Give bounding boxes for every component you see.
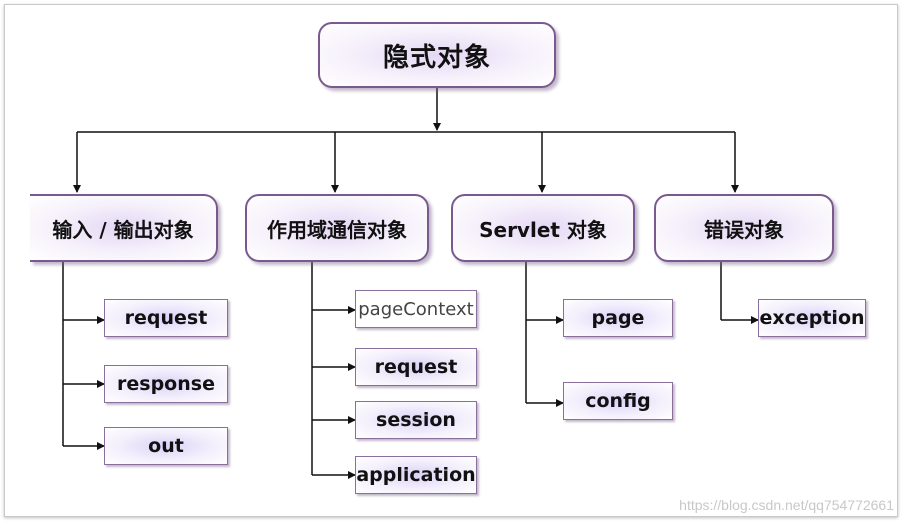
root-node-label: 隐式对象 [382,42,491,73]
leaf-node-label: application [356,464,476,486]
category-node-label: 错误对象 [704,217,784,242]
leaf-node-label: response [117,373,215,395]
leaf-node-label: out [148,435,184,457]
leaf-node-label: session [376,409,456,431]
category-node-servlet: Servlet 对象 [451,194,635,262]
leaf-node: out [104,427,228,465]
leaf-node-label: request [374,356,458,378]
leaf-node: exception [758,299,866,337]
category-node-label: 输入 / 输出对象 [52,217,194,242]
leaf-node-label: request [124,307,208,329]
leaf-node: session [355,401,477,439]
leaf-node-label: config [585,390,651,412]
leaf-node: config [563,382,673,420]
category-node-error: 错误对象 [654,194,834,262]
leaf-node-label: exception [759,307,865,329]
leaf-node: application [355,456,477,494]
leaf-node: response [104,365,228,403]
root-node: 隐式对象 [318,22,556,88]
leaf-node: request [104,299,228,337]
category-node-label: 作用域通信对象 [267,217,407,242]
category-node-scope: 作用域通信对象 [245,194,429,262]
leaf-node: request [355,348,477,386]
category-node-io: 输入 / 输出对象 [30,194,218,262]
category-node-label: Servlet 对象 [479,217,607,242]
leaf-node-label: page [591,307,645,329]
leaf-node-label: pageContext [358,298,474,320]
leaf-node: pageContext [355,290,477,328]
leaf-node: page [563,299,673,337]
watermark-text: https://blog.csdn.net/qq754772661 [679,497,894,513]
